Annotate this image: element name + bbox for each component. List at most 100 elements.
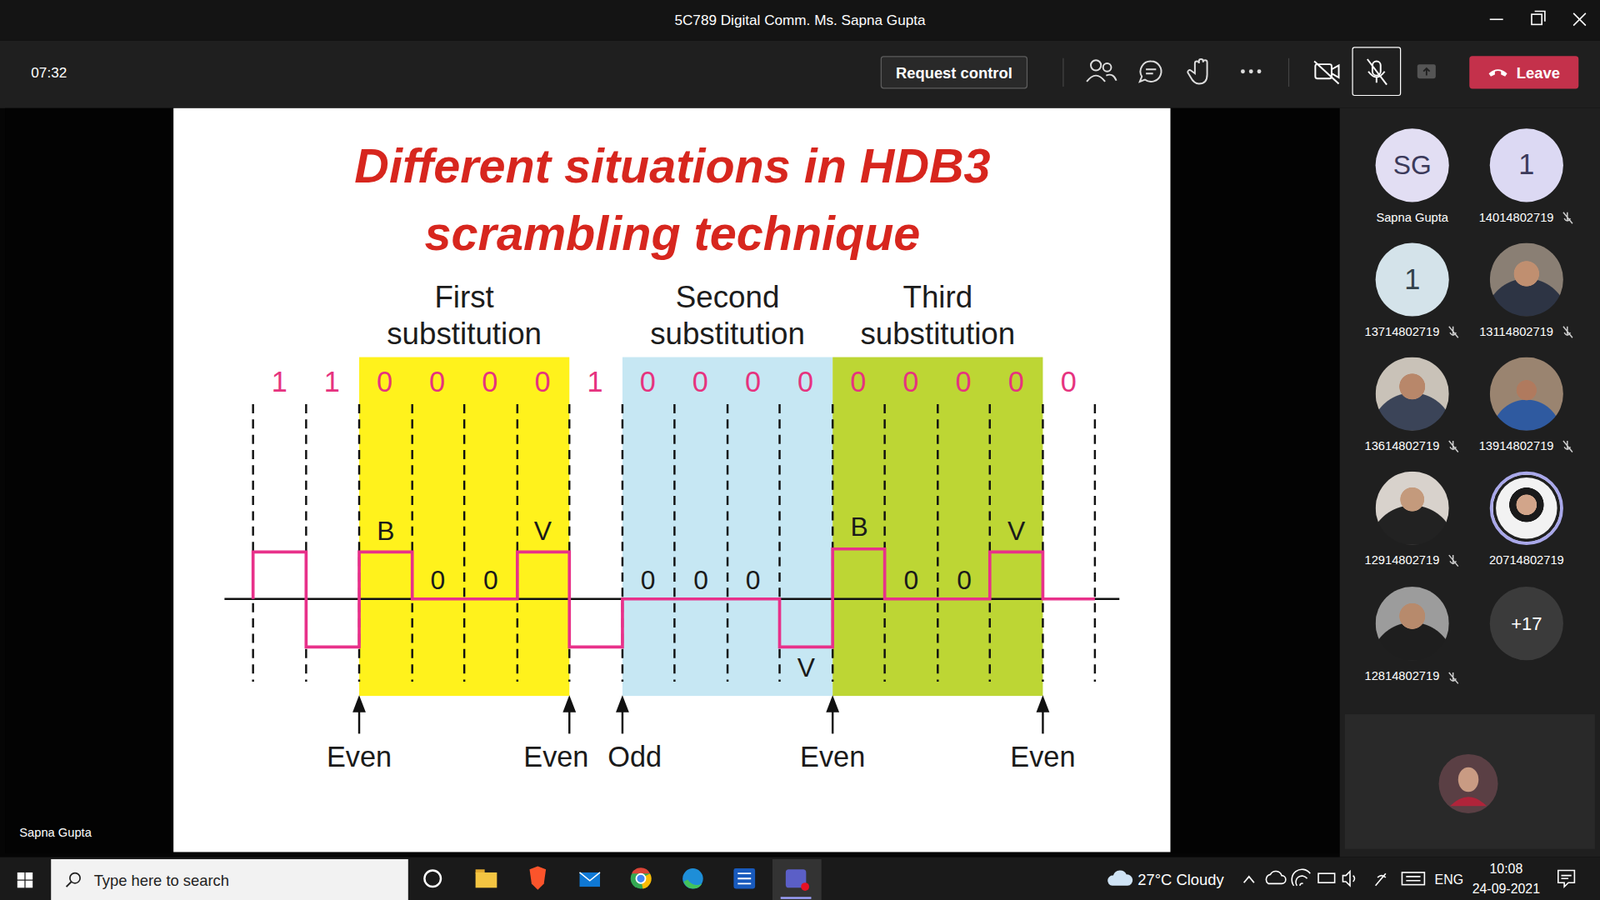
muted-mic-icons xyxy=(1449,212,1573,685)
separator xyxy=(1062,58,1064,87)
participant-avatar: 12814802719 xyxy=(1375,586,1450,660)
arrowhead xyxy=(1037,698,1048,712)
participant-name: 12814802719 xyxy=(1364,667,1440,685)
bit-value: 0 xyxy=(850,365,866,400)
mic-off-icon xyxy=(1367,59,1387,85)
participant-name: Sapna Gupta xyxy=(1375,209,1449,226)
parity-label: Even xyxy=(523,740,589,775)
taskbar-search-box: Type here to search xyxy=(50,859,409,900)
keyboard-icon xyxy=(1405,876,1420,881)
weather: 27°C Cloudy xyxy=(1137,870,1224,889)
share-icon xyxy=(1423,68,1430,76)
edge-icon xyxy=(682,868,703,889)
bit-value: 1 xyxy=(271,365,288,400)
bit-value: 0 xyxy=(797,365,814,400)
arrowhead xyxy=(617,698,628,712)
waveform-label: 0 xyxy=(745,565,761,597)
waveform-label: V xyxy=(534,515,552,548)
minimize-icon xyxy=(1490,18,1504,20)
participant-avatar: 12914802719 xyxy=(1375,471,1450,545)
participant-avatar: 13614802719 xyxy=(1375,357,1450,431)
bit-value: 1 xyxy=(324,365,340,400)
bit-value: 0 xyxy=(429,365,445,400)
parity-label: Even xyxy=(800,740,865,775)
participant-avatar: 20714802719 xyxy=(1490,471,1564,545)
input-language: ENG xyxy=(1435,871,1464,888)
muted-mic-icon xyxy=(1563,440,1573,452)
search-icon xyxy=(66,881,72,887)
keyboard-icon xyxy=(1401,872,1425,885)
explorer-icon xyxy=(475,872,498,888)
brave-icon xyxy=(530,866,547,890)
bit-value: 0 xyxy=(1008,365,1025,400)
chat-icon xyxy=(1140,60,1162,81)
avatar-initials: 1 xyxy=(1404,263,1420,296)
participant-name: 13714802719 xyxy=(1364,323,1440,340)
muted-mic-icon xyxy=(1563,212,1573,224)
waveform-label: B xyxy=(850,511,868,544)
call-timer: 07:32 xyxy=(30,64,67,82)
battery-icon xyxy=(1318,873,1335,883)
word-icon xyxy=(733,868,755,889)
taskbar-active xyxy=(772,859,822,900)
taskbar xyxy=(0,857,1600,900)
bit-value: 0 xyxy=(481,365,498,400)
restore-icon xyxy=(1535,10,1545,21)
participant-avatar: SGSapna Gupta xyxy=(1375,128,1450,202)
leave-button: Leave xyxy=(1469,55,1579,89)
participant-name: 13114802719 xyxy=(1479,323,1554,340)
avatar-initials: SG xyxy=(1393,149,1432,181)
volume-icon xyxy=(1342,871,1355,886)
band-heading: First substitution xyxy=(357,278,572,352)
edge-icon xyxy=(683,880,702,890)
chat-icon xyxy=(1145,69,1156,74)
arrowhead xyxy=(564,698,575,712)
more-icon xyxy=(1240,69,1245,74)
parity-label: Odd xyxy=(607,740,662,775)
participant-name: 14014802719 xyxy=(1479,209,1555,226)
button-label: Request control xyxy=(895,64,1013,82)
notification-icon xyxy=(1558,870,1575,887)
boundary-arrows xyxy=(354,698,1049,735)
windows-logo xyxy=(25,880,34,889)
bit-value: 0 xyxy=(1060,365,1077,400)
muted-mic-icon xyxy=(1449,672,1459,684)
muted-mic-icon xyxy=(1449,440,1459,452)
windows-logo xyxy=(25,872,34,880)
chrome-icon xyxy=(631,867,650,874)
mail-icon xyxy=(580,872,600,887)
more-icon xyxy=(1257,69,1262,74)
phone-icon xyxy=(1489,69,1508,77)
mic-off-icon xyxy=(1367,59,1387,85)
search-icon xyxy=(65,871,82,889)
muted-mic-icon xyxy=(1449,555,1459,566)
band-heading: Second substitution xyxy=(620,278,835,352)
parity-label: Even xyxy=(326,740,392,775)
muted-mic-icon xyxy=(1449,326,1459,338)
self-view-avatar xyxy=(1439,754,1499,814)
taskbar-active-bar xyxy=(780,896,812,899)
participant-avatar: +17 xyxy=(1490,586,1564,660)
bit-value: 1 xyxy=(587,365,604,400)
bit-value: 0 xyxy=(692,365,709,400)
avatar-initials: 1 xyxy=(1518,149,1535,182)
bit-boundaries xyxy=(253,404,1095,682)
self-view-avatar xyxy=(1458,767,1479,792)
waveform-label: 0 xyxy=(693,565,709,597)
raise-hand-icon xyxy=(1187,59,1207,84)
presenter-name: Sapna Gupta xyxy=(19,825,92,840)
camera-off-icon xyxy=(1314,60,1339,84)
wifi-icon xyxy=(1291,869,1310,886)
arrowhead xyxy=(354,698,365,712)
self-view-avatar xyxy=(1450,796,1487,806)
participant-avatar: 13114802719 xyxy=(1490,242,1564,316)
participant-name: 20714802719 xyxy=(1489,551,1565,569)
waveform-label: 0 xyxy=(640,565,656,597)
participants-icon xyxy=(1090,60,1101,70)
request-control-button: Request control xyxy=(880,55,1028,89)
participant-name: 13914802719 xyxy=(1479,437,1555,455)
mail-icon xyxy=(580,872,600,881)
participant-panel xyxy=(1340,108,1600,858)
